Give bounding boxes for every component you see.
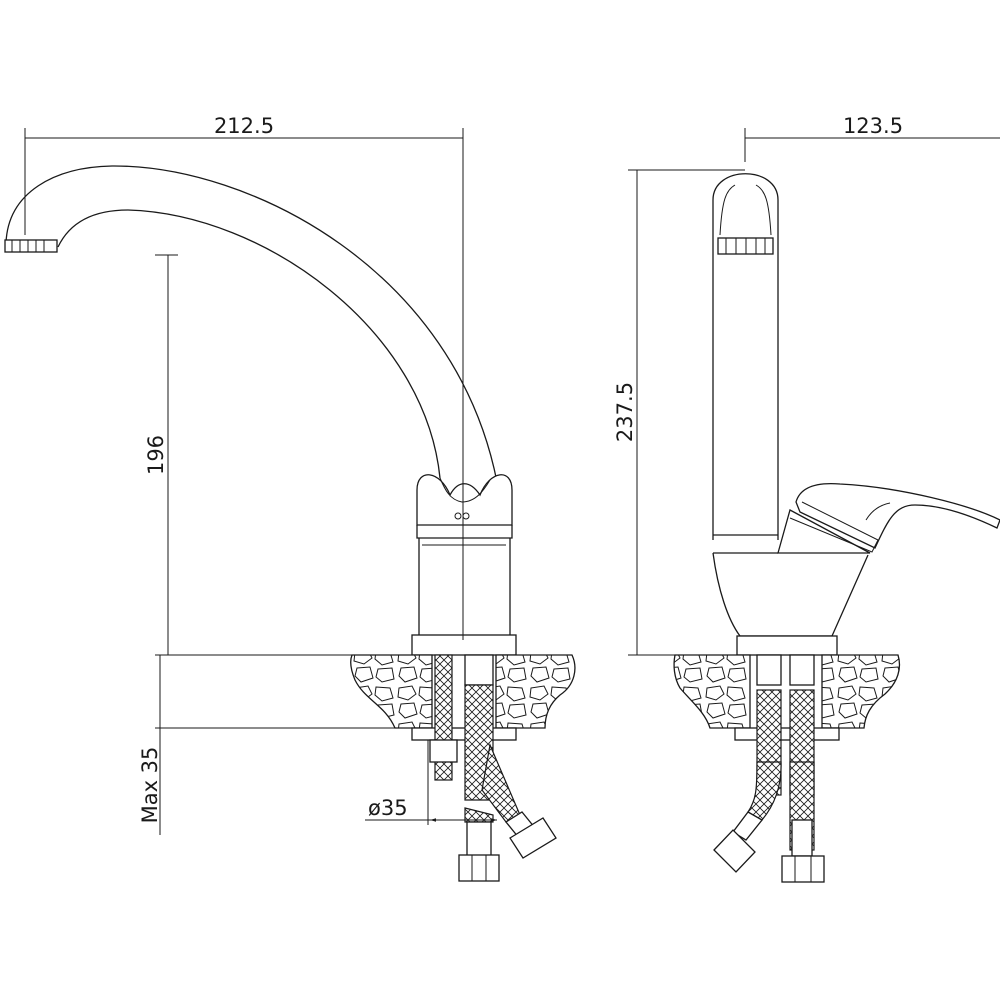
dimension-total-height: 237.5 <box>613 169 745 656</box>
front-view: 212.5 196 <box>4 114 576 882</box>
countertop-section <box>155 654 576 729</box>
nut <box>429 739 458 763</box>
side-view: 123.5 237.5 <box>613 114 1000 883</box>
mounting-hardware <box>411 654 557 882</box>
dimension-label-spout-reach: 212.5 <box>214 114 274 138</box>
faucet-body <box>411 460 517 656</box>
dimension-spout-height: 196 <box>144 254 178 655</box>
dimension-label-hole-diameter: ø35 <box>368 796 408 820</box>
spout-column <box>712 173 869 637</box>
dimension-label-total-height: 237.5 <box>613 382 637 442</box>
dimension-side-depth: 123.5 <box>744 114 1000 162</box>
spout <box>4 165 498 483</box>
dimension-spout-reach: 212.5 <box>24 114 464 640</box>
supply-hoses-side <box>713 654 825 883</box>
dimension-label-side-depth: 123.5 <box>843 114 903 138</box>
dimension-hole-diameter: ø35 <box>365 740 497 825</box>
dimension-label-spout-height: 196 <box>144 435 168 475</box>
lever-handle[interactable] <box>777 482 1000 554</box>
dimension-label-max-thickness: Max 35 <box>138 747 162 824</box>
dimension-counter-thickness: Max 35 <box>138 655 162 835</box>
